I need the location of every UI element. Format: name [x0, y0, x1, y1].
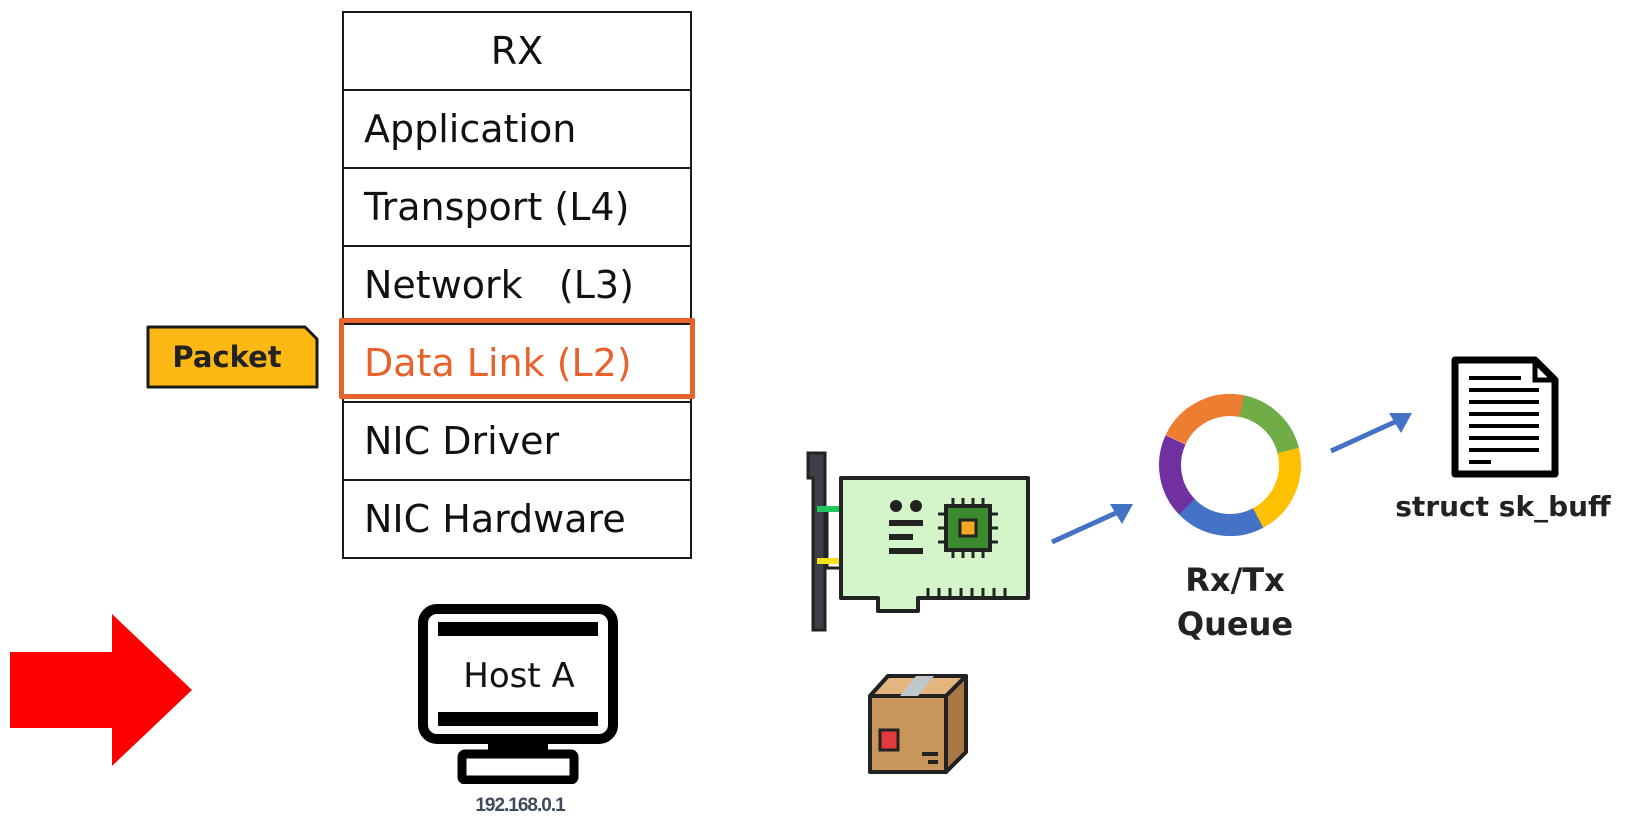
layer-nic-driver: NIC Driver [344, 403, 690, 481]
active-layer-highlight [339, 318, 695, 399]
packet-label: Packet [172, 340, 282, 374]
right-arrow-icon [10, 614, 192, 766]
layer-nic-hardware: NIC Hardware [344, 481, 690, 559]
protocol-stack: RX Application Transport (L4) Network (L… [342, 11, 692, 559]
sk-buff-label: struct sk_buff [1395, 490, 1611, 523]
package-box-icon [868, 674, 968, 774]
ring-queue-icon [1159, 394, 1301, 536]
layer-transport: Transport (L4) [344, 169, 690, 247]
layer-network: Network (L3) [344, 247, 690, 325]
layer-application: Application [344, 91, 690, 169]
flow-arrow-queue-to-skb [1329, 413, 1412, 454]
packet-tag-shape [146, 325, 319, 389]
queue-label-line2: Queue [1176, 605, 1294, 643]
document-icon [1451, 356, 1559, 478]
network-card-icon [806, 451, 1030, 632]
layer-data-link: Data Link (L2) [344, 325, 690, 403]
host-label: Host A [463, 656, 575, 696]
queue-label-line1: Rx/Tx [1185, 561, 1285, 599]
host-ip: 192.168.0.1 [475, 795, 565, 816]
computer-monitor-icon [418, 604, 618, 784]
stack-header: RX [344, 13, 690, 91]
queue-label: Rx/Tx Queue [1150, 558, 1320, 646]
flow-arrow-nic-to-queue [1050, 504, 1133, 545]
